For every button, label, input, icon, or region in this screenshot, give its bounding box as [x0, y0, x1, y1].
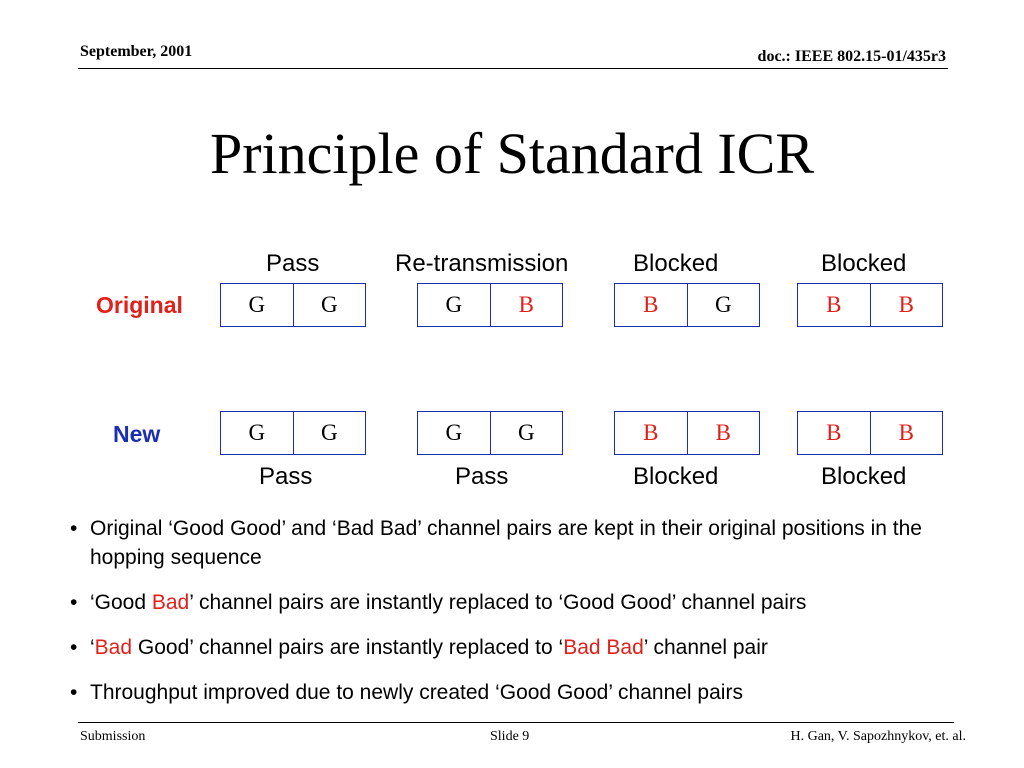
bullet-marker: •	[70, 681, 78, 704]
new-pair-1: G G	[220, 411, 366, 455]
bottom-label-3: Blocked	[633, 463, 719, 490]
bullet-text: Original ‘Good Good’ and ‘Bad Bad’ chann…	[90, 514, 970, 572]
channel-cell: G	[292, 284, 366, 326]
bottom-label-1: Pass	[259, 463, 313, 490]
bullet-text: ‘Bad Good’ channel pairs are instantly r…	[90, 633, 970, 662]
footer-authors: H. Gan, V. Sapozhnykov, et. al.	[790, 729, 967, 744]
footer-divider	[78, 722, 954, 723]
channel-cell: B	[826, 420, 842, 445]
original-pair-3: B G	[614, 283, 760, 327]
channel-cell: B	[686, 412, 760, 454]
header-divider	[78, 68, 948, 69]
top-label-4: Blocked	[821, 250, 907, 277]
channel-cell: G	[248, 420, 266, 445]
slide-title: Principle of Standard ICR	[209, 121, 815, 186]
bullet-text-run: ’ channel pair	[643, 636, 768, 659]
bullet-text-highlight: Bad	[94, 636, 133, 659]
bullet-text-run: Original ‘Good Good’ and ‘Bad Bad’ chann…	[90, 517, 922, 569]
channel-cell: B	[826, 292, 842, 317]
channel-cell: B	[869, 412, 943, 454]
channel-cell: G	[445, 420, 463, 445]
row-label-new: New	[113, 421, 161, 447]
channel-cell: G	[489, 412, 563, 454]
bottom-label-4: Blocked	[821, 463, 907, 490]
bottom-label-2: Pass	[455, 463, 509, 490]
bullet-text-run: ’ channel pairs are instantly replaced t…	[189, 591, 807, 614]
channel-cell: G	[248, 292, 266, 317]
bullet-marker: •	[70, 517, 78, 540]
new-pair-3: B B	[614, 411, 760, 455]
bullet-marker: •	[70, 591, 78, 614]
original-pair-1: G G	[220, 283, 366, 327]
new-pair-4: B B	[797, 411, 943, 455]
new-pair-2: G G	[417, 411, 563, 455]
bullet-item: • Throughput improved due to newly create…	[70, 678, 970, 707]
bullet-text-run: Good’ channel pairs are instantly replac…	[132, 636, 564, 659]
header-date: September, 2001	[80, 43, 193, 60]
header-doc-id: doc.: IEEE 802.15-01/435r3	[757, 48, 946, 65]
channel-cell: B	[489, 284, 563, 326]
bullet-text-run: ‘	[90, 636, 95, 659]
bullet-item: • ‘Good Bad’ channel pairs are instantly …	[70, 588, 970, 617]
channel-cell: G	[686, 284, 760, 326]
original-pair-4: B B	[797, 283, 943, 327]
original-pair-2: G B	[417, 283, 563, 327]
footer-submission: Submission	[80, 729, 146, 744]
bullet-marker: •	[70, 636, 78, 659]
channel-cell: B	[643, 292, 659, 317]
channel-cell: B	[869, 284, 943, 326]
bullet-text-run: ‘Good	[90, 591, 152, 614]
bullet-text: Throughput improved due to newly created…	[90, 678, 970, 707]
bullet-text-run: Throughput improved due to newly created…	[90, 681, 743, 704]
bullet-text: ‘Good Bad’ channel pairs are instantly r…	[90, 588, 970, 617]
bullet-text-highlight: Bad	[151, 591, 190, 614]
bullet-list: • Original ‘Good Good’ and ‘Bad Bad’ chan…	[70, 514, 970, 723]
row-label-original: Original	[96, 292, 183, 318]
footer-slide-number: Slide 9	[490, 729, 530, 744]
bullet-item: • ‘Bad Good’ channel pairs are instantly …	[70, 633, 970, 662]
channel-cell: G	[292, 412, 366, 454]
channel-cell: G	[445, 292, 463, 317]
channel-cell: B	[643, 420, 659, 445]
top-label-1: Pass	[266, 250, 320, 277]
top-label-3: Blocked	[633, 250, 719, 277]
top-label-2: Re-transmission	[395, 250, 569, 277]
bullet-item: • Original ‘Good Good’ and ‘Bad Bad’ chan…	[70, 514, 970, 572]
bullet-text-highlight: Bad Bad	[563, 636, 644, 659]
